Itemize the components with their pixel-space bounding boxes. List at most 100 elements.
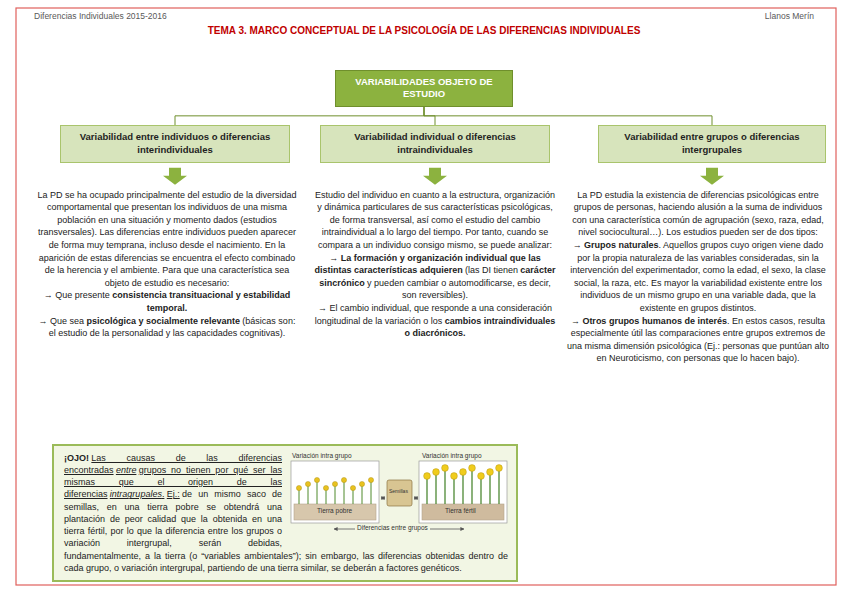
- paragraph: →Otros grupos humanos de interés. En est…: [566, 315, 830, 365]
- plant-stem: [489, 472, 490, 504]
- flower: [359, 481, 364, 486]
- body-text: (las DI tienen: [465, 265, 518, 275]
- text-column: Estudio del individuo en cuanto a la est…: [312, 189, 558, 340]
- flower: [296, 485, 301, 490]
- author-text: Llanos Merín: [765, 11, 814, 21]
- body-text: Estudio del individuo en cuanto a la est…: [315, 190, 555, 250]
- body-text: . Aquellos grupos cuyo origen viene dado…: [570, 240, 826, 313]
- flower: [469, 464, 476, 471]
- tree-connector: [424, 107, 712, 125]
- body-text: Grupos naturales: [584, 240, 659, 250]
- down-block-arrow: [700, 168, 724, 185]
- flower: [442, 464, 449, 471]
- illustration-label: Tierra fértil: [445, 507, 476, 514]
- note-text: .: [162, 489, 165, 499]
- plant-stem: [480, 476, 481, 504]
- flower: [350, 485, 355, 490]
- flower: [451, 472, 458, 479]
- body-text: consistencia transituacional y estabilid…: [112, 290, 290, 313]
- plant-stem: [435, 472, 436, 504]
- down-block-arrow: [423, 168, 447, 185]
- note-body: Variación intra grupo Variación intra gru…: [64, 452, 508, 574]
- group-frame: [419, 461, 507, 523]
- box-label: Variabilidad entre individuos o diferenc…: [69, 131, 281, 157]
- header-text: Diferencias Individuales 2015-2016: [34, 11, 167, 21]
- plant-stem: [453, 476, 454, 504]
- body-text: → Que sea: [39, 316, 85, 326]
- note-text: intragrupales: [110, 489, 162, 499]
- plant-stem: [362, 484, 363, 504]
- paragraph: La PD estudia la existencia de diferenci…: [566, 189, 830, 239]
- seed-bag: [387, 480, 412, 506]
- plant-stem: [335, 484, 336, 504]
- warning-word: ¡OJO!: [64, 453, 89, 463]
- plant-stem: [498, 468, 499, 504]
- paragraph: → Que presenteconsistencia transituacion…: [34, 289, 300, 314]
- illustration-label: Variación intra grupo: [422, 452, 482, 459]
- flower: [496, 464, 503, 471]
- body-text: psicológica y socialmente relevante: [86, 316, 240, 326]
- group-frame: [291, 461, 379, 523]
- seed-illustration: Variación intra grupo Variación intra gru…: [290, 452, 508, 538]
- flower: [460, 468, 467, 475]
- body-text: y pueden cambiar o automodificarse, es d…: [367, 278, 551, 301]
- flower: [332, 481, 337, 486]
- illustration-label: Diferencias entre grupos: [355, 524, 430, 531]
- body-text: La PD se ha ocupado principalmente del e…: [37, 190, 296, 288]
- body-text: Otros grupos humanos de interés: [582, 316, 727, 326]
- flower: [433, 468, 440, 475]
- soil-tray: [422, 504, 504, 520]
- paragraph: →La formación y organización individual …: [312, 252, 558, 302]
- soil-tray: [294, 504, 376, 520]
- paragraph: Estudio del individuo en cuanto a la est…: [312, 189, 558, 252]
- paragraph: La PD se ha ocupado principalmente del e…: [34, 189, 300, 290]
- flower: [424, 472, 431, 479]
- page-border: [16, 8, 836, 585]
- category-box: Variabilidad individual o diferencias in…: [320, 125, 550, 163]
- flower: [305, 481, 310, 486]
- text-column: La PD se ha ocupado principalmente del e…: [34, 189, 300, 340]
- illustration-label: Semillas: [389, 489, 408, 495]
- text-column: La PD estudia la existencia de diferenci…: [566, 189, 830, 365]
- body-text: → Que presente: [44, 290, 110, 300]
- box-label: Variabilidad individual o diferencias in…: [329, 131, 541, 157]
- body-text: →: [571, 316, 580, 326]
- plant-stem: [308, 484, 309, 504]
- plant-stem: [426, 476, 427, 504]
- plant-stem: [371, 480, 372, 504]
- double-arrow: [381, 497, 385, 498]
- body-text: La PD estudia la existencia de diferenci…: [572, 190, 824, 238]
- plant-stem: [444, 468, 445, 504]
- plant-stem: [317, 480, 318, 504]
- body-text: .: [463, 328, 466, 338]
- plant-stem: [471, 468, 472, 504]
- double-arrow: [414, 497, 418, 498]
- flower: [314, 477, 319, 482]
- flower: [323, 485, 328, 490]
- category-box: Variabilidad entre grupos o diferencias …: [598, 125, 826, 163]
- plant-stem: [344, 480, 345, 504]
- illustration-label: Tierra pobre: [317, 507, 352, 514]
- down-block-arrow: [163, 168, 187, 185]
- title: TEMA 3. MARCO CONCEPTUAL DE LA PSICOLOGÍ…: [0, 25, 848, 36]
- category-box: Variabilidad entre individuos o diferenc…: [60, 125, 290, 163]
- box-label: VARIABILIDADES OBJETO DE ESTUDIO: [344, 76, 504, 101]
- paragraph: → Que seapsicológica y socialmente relev…: [34, 315, 300, 340]
- root-box: VARIABILIDADES OBJETO DE ESTUDIO: [335, 70, 513, 107]
- flower: [341, 477, 346, 482]
- tree-connector: [175, 107, 424, 125]
- box-label: Variabilidad entre grupos o diferencias …: [607, 131, 817, 157]
- note-text: entre: [116, 465, 137, 475]
- body-text: →: [329, 253, 338, 263]
- paragraph: →Grupos naturales. Aquellos grupos cuyo …: [566, 239, 830, 315]
- plant-stem: [462, 472, 463, 504]
- flower: [368, 477, 373, 482]
- illustration-label: Variación intra grupo: [292, 452, 352, 459]
- body-text: →: [573, 240, 582, 250]
- flower: [487, 468, 494, 475]
- paragraph: → El cambio individual, que responde a u…: [312, 302, 558, 340]
- note-box: Variación intra grupo Variación intra gru…: [52, 444, 518, 582]
- note-text: Ej.:: [167, 489, 180, 499]
- flower: [478, 472, 485, 479]
